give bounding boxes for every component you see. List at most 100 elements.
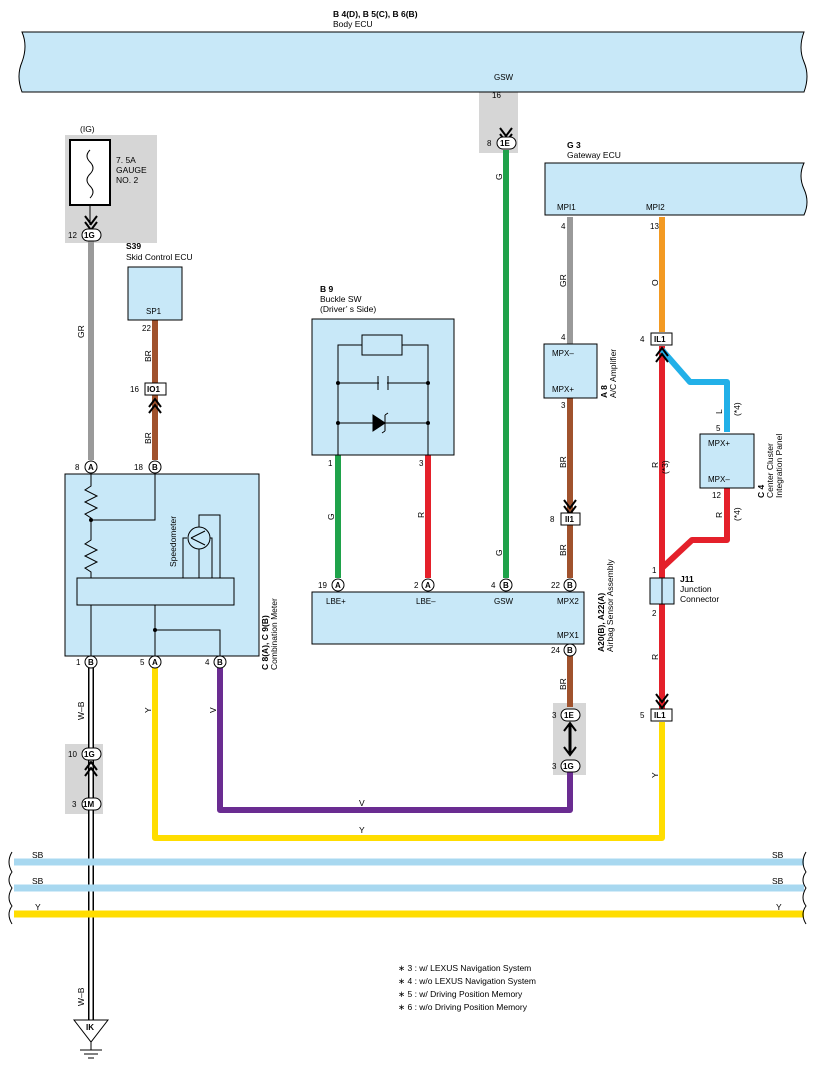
- buckle-capacitor-icon: [377, 376, 389, 390]
- wire-label-gr-left: GR: [76, 325, 86, 338]
- pin-18-meter: 18: [134, 463, 143, 472]
- speedometer-label: Speedometer: [168, 516, 178, 567]
- ac-amp-pin-mpx-minus: MPX–: [552, 349, 574, 358]
- wire-label-r-junction: R: [650, 654, 660, 660]
- connector-1e-airbag: [560, 708, 581, 722]
- wire-label-r-cluster: R: [714, 512, 724, 518]
- pin-4-acamp: 4: [561, 333, 566, 342]
- connector-il1-bottom-label: IL1: [654, 711, 666, 720]
- airbag-conn-19a: [331, 578, 345, 592]
- pin-8-meter: 8: [75, 463, 80, 472]
- pin-2-airbag: 2: [414, 581, 419, 590]
- meter-conn-18b: [148, 460, 162, 474]
- legend-item-2: ∗ 4 : w/o LEXUS Navigation System: [398, 976, 536, 986]
- gateway-pin-mpi1: MPI1: [557, 203, 576, 212]
- connector-1m-label: 1M: [83, 800, 94, 809]
- ac-amp-code: A 8: [599, 385, 609, 398]
- bus-y-label-right: Y: [776, 902, 782, 912]
- junction-name-1: Junction: [680, 584, 712, 594]
- arrow-updown-airbag: [563, 721, 577, 757]
- pin-5-cluster: 5: [716, 424, 721, 433]
- buckle-node-4: [426, 421, 430, 425]
- airbag-conn-2a: [421, 578, 435, 592]
- connector-ii1: [560, 512, 581, 526]
- pin-4-meter: 4: [205, 658, 210, 667]
- airbag-box: [311, 591, 585, 645]
- meter-resistor-1: [83, 474, 99, 532]
- bus-sb-1-label-left: SB: [32, 850, 44, 860]
- legend-item-3: ∗ 5 : w/ Driving Position Memory: [398, 989, 523, 999]
- comb-meter-box: [64, 473, 260, 657]
- body-ecu-pin-gsw: GSW: [494, 73, 514, 82]
- meter-conn-18b-label: B: [152, 463, 158, 472]
- bus-sb-2-label-left: SB: [32, 876, 44, 886]
- body-ecu-box: [18, 31, 808, 93]
- wire-label-wb-2: W–B: [76, 987, 86, 1006]
- airbag-conn-22b: [563, 578, 577, 592]
- connector-1g-airbag-label: 1G: [563, 762, 574, 771]
- bus-sb-2-label-right: SB: [772, 876, 784, 886]
- fuse-symbol: [86, 149, 94, 199]
- body-ecu-name: Body ECU: [333, 19, 373, 29]
- airbag-conn-24b-label: B: [567, 646, 573, 655]
- meter-conn-1b-label: B: [88, 658, 94, 667]
- connector-1m: [81, 797, 102, 811]
- wire-label-g-gsw-bottom: G: [494, 549, 504, 556]
- bus-break-left: [8, 851, 13, 925]
- wire-label-v-bottom: V: [359, 798, 365, 808]
- meter-conn-5a: [148, 655, 162, 669]
- pin-3-buckle: 3: [419, 459, 424, 468]
- connector-1e-top-label: 1E: [500, 139, 510, 148]
- wire-label-wb-1: W–B: [76, 701, 86, 720]
- airbag-conn-24b: [563, 643, 577, 657]
- meter-resistor-2: [83, 532, 99, 578]
- airbag-pin-gsw: GSW: [494, 597, 514, 606]
- center-cluster-code: C 4: [756, 485, 766, 499]
- wire-label-br-acamp: BR: [558, 456, 568, 468]
- meter-node-1: [89, 518, 93, 522]
- gateway-ecu-box: [544, 162, 808, 216]
- comb-meter-name: Combination Meter: [269, 598, 279, 670]
- airbag-name: Airbag Sensor Assembly: [605, 559, 615, 652]
- meter-conn-8a: [84, 460, 98, 474]
- ac-amp-name: A/C Amplifier: [608, 349, 618, 398]
- wire-r-cluster: [659, 488, 730, 571]
- buckle-node-2: [426, 381, 430, 385]
- airbag-conn-4b-label: B: [503, 581, 509, 590]
- note-4-l: (*4): [732, 402, 742, 416]
- pin-1-meter: 1: [76, 658, 81, 667]
- airbag-conn-2a-label: A: [425, 581, 431, 590]
- buckle-resistor-icon: [361, 334, 403, 356]
- airbag-pin-mpx1: MPX1: [557, 631, 579, 640]
- pin-12-fuse: 12: [68, 231, 77, 240]
- ac-amp-box: [543, 343, 598, 399]
- connector-il1-bottom: [650, 708, 673, 722]
- pin-2-junction: 2: [652, 609, 657, 618]
- speedometer-needle: [190, 530, 206, 546]
- pin-5-meter: 5: [140, 658, 145, 667]
- airbag-pin-mpx2: MPX2: [557, 597, 579, 606]
- pin-19-airbag: 19: [318, 581, 327, 590]
- skid-ecu-name: Skid Control ECU: [126, 252, 193, 262]
- gateway-ecu-code: G 3: [567, 140, 581, 150]
- body-ecu-code: B 4(D), B 5(C), B 6(B): [333, 9, 418, 19]
- connector-il1-top-label: IL1: [654, 335, 666, 344]
- buckle-sw-side: (Driver’ s Side): [320, 304, 376, 314]
- fuse-box: [69, 139, 111, 206]
- wire-l: [659, 348, 730, 432]
- pin-8-gsw: 8: [487, 139, 492, 148]
- bus-y-label-left: Y: [35, 902, 41, 912]
- wire-label-br-ii1: BR: [558, 544, 568, 556]
- pin-10-wb: 10: [68, 750, 77, 759]
- connector-1g-fuse-label: 1G: [84, 231, 95, 240]
- speedometer-leads: [182, 514, 221, 578]
- meter-conn-4b-label: B: [217, 658, 223, 667]
- connector-1e-top: [496, 136, 517, 150]
- buckle-sw-code: B 9: [320, 284, 334, 294]
- meter-ic-block: [76, 577, 235, 606]
- arrow-up-io1: [148, 397, 162, 414]
- comb-meter-code: C 8(A), C 9(B): [260, 615, 270, 670]
- center-cluster-name-2: Integration Panel: [774, 434, 784, 498]
- ground-triangle: [72, 1019, 110, 1043]
